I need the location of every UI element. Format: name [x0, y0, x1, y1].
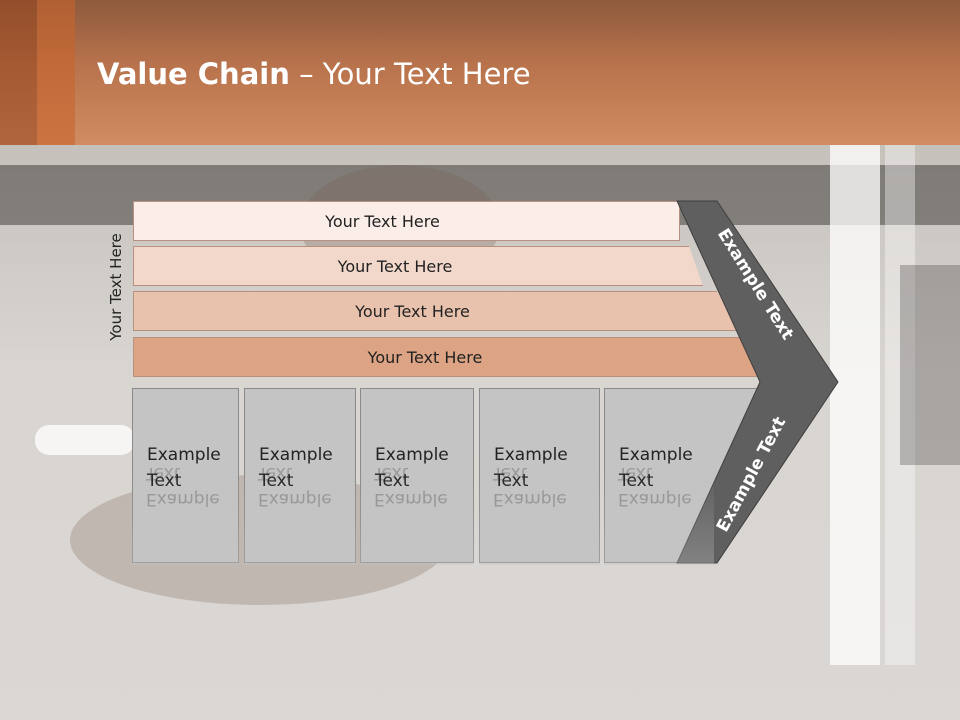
gym-equipment-shape [35, 425, 135, 455]
gym-equipment-shape [900, 265, 960, 465]
gym-column-shape [885, 145, 915, 665]
header-stripe [0, 0, 37, 145]
support-band-3[interactable]: Your Text Here [133, 291, 738, 331]
box-line1: Example [259, 445, 333, 465]
box-line1: Example [375, 445, 449, 465]
title-rest: – Your Text Here [289, 57, 531, 91]
support-band-4[interactable]: Your Text Here [133, 337, 763, 377]
primary-activity-box-1[interactable]: Example Text [132, 388, 239, 563]
slide-title: Value Chain – Your Text Here [97, 54, 531, 94]
box-line1: Example [494, 445, 568, 465]
support-band-1[interactable]: Your Text Here [133, 201, 680, 241]
margin-chevron-shape[interactable] [676, 200, 839, 564]
gym-column-shape [830, 145, 880, 665]
support-band-label: Your Text Here [325, 211, 440, 231]
support-band-label: Your Text Here [367, 347, 483, 367]
box-line2: Text [375, 471, 410, 491]
support-band-2[interactable]: Your Text Here [133, 246, 703, 286]
box-line2: Text [619, 471, 654, 491]
primary-activity-box-2[interactable]: Example Text [244, 388, 356, 563]
box-line1: Example [619, 445, 693, 465]
primary-activity-box-3[interactable]: Example Text [360, 388, 474, 563]
header-stripe [37, 0, 75, 145]
header-bar: Value Chain – Your Text Here [0, 0, 960, 145]
support-band-label: Your Text Here [355, 301, 470, 321]
support-band-label: Your Text Here [337, 256, 453, 276]
box-line2: Text [259, 471, 294, 491]
box-line2: Text [494, 471, 529, 491]
box-line2: Text [147, 471, 182, 491]
primary-activity-box-4[interactable]: Example Text [479, 388, 600, 563]
title-bold: Value Chain [97, 57, 290, 91]
box-line1: Example [147, 445, 221, 465]
